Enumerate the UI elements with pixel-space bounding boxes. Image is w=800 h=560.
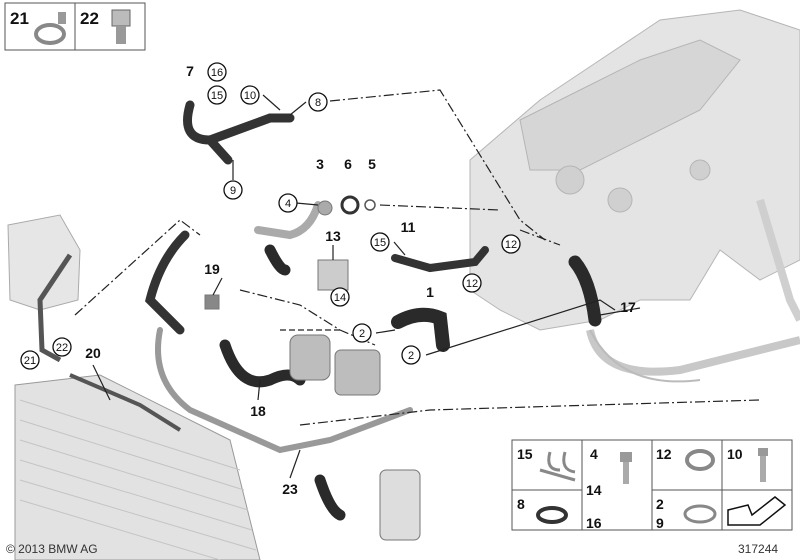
bolt-icon xyxy=(620,452,632,484)
kit-label: 9 xyxy=(656,515,664,531)
clamp-icon xyxy=(685,449,715,471)
arrow-icon xyxy=(727,496,787,526)
callout-label: 12 xyxy=(466,278,478,290)
callout-circle xyxy=(401,345,421,365)
callout-label: 5 xyxy=(368,156,376,172)
callout-19: 19 xyxy=(204,261,220,277)
callout-circle xyxy=(223,180,243,200)
thermostat-housing xyxy=(204,195,421,541)
hose-clamp-icon xyxy=(683,504,717,524)
callout-label: 7 xyxy=(186,63,194,79)
callout-1: 1 xyxy=(426,284,434,300)
kit-label: 16 xyxy=(586,515,602,531)
callout-circle xyxy=(462,273,482,293)
callout-circle xyxy=(20,350,40,370)
engine-illustration xyxy=(469,9,800,383)
clamp-icon xyxy=(34,12,66,45)
o-ring-icon xyxy=(536,506,568,524)
parts-kit-box: 15 4 14 16 12 10 8 2 9 xyxy=(511,439,793,531)
kit-label: 15 xyxy=(517,446,533,462)
callout-6: 6 xyxy=(344,156,352,172)
callout-label: 21 xyxy=(24,355,36,367)
top-kit-box: 21 22 xyxy=(4,2,146,51)
callout-9: 9 xyxy=(223,180,243,200)
callout-2: 2 xyxy=(401,345,421,365)
callout-label: 14 xyxy=(334,292,346,304)
kit-label: 21 xyxy=(10,9,29,28)
callout-circle xyxy=(501,234,521,254)
callout-11: 11 xyxy=(401,219,416,235)
callout-circle xyxy=(207,85,227,105)
clip-icon xyxy=(111,9,131,44)
copyright: © 2013 BMW AG xyxy=(6,542,98,556)
leader-lines xyxy=(74,89,761,479)
callout-label: 9 xyxy=(230,185,236,197)
callout-label: 8 xyxy=(315,97,321,109)
expansion-tank xyxy=(7,214,81,363)
radiator xyxy=(14,373,261,560)
holder-icon xyxy=(539,451,576,482)
callout-8: 8 xyxy=(308,92,328,112)
kit-label: 4 xyxy=(590,446,598,462)
callout-label: 20 xyxy=(85,345,101,361)
bolt-icon xyxy=(758,448,768,482)
kit-label: 8 xyxy=(517,496,525,512)
callout-label: 10 xyxy=(244,90,256,102)
callout-3: 3 xyxy=(316,156,324,172)
callout-21: 21 xyxy=(20,350,40,370)
callout-18: 18 xyxy=(250,403,266,419)
kit-label: 2 xyxy=(656,496,664,512)
kit-label: 10 xyxy=(727,446,743,462)
callout-17: 17 xyxy=(620,299,636,315)
callout-label: 15 xyxy=(374,237,386,249)
callout-7: 7 xyxy=(186,63,194,79)
callout-13: 13 xyxy=(325,228,341,244)
callout-label: 11 xyxy=(401,219,416,235)
callout-label: 16 xyxy=(211,67,223,79)
callout-22: 22 xyxy=(52,337,72,357)
diagram-number: 317244 xyxy=(738,542,779,556)
callout-16: 16 xyxy=(207,62,227,82)
callout-label: 2 xyxy=(408,350,414,362)
callout-label: 3 xyxy=(316,156,324,172)
callout-15: 15 xyxy=(207,85,227,105)
callout-14: 14 xyxy=(330,287,350,307)
callout-label: 17 xyxy=(620,299,636,315)
callout-circle xyxy=(370,232,390,252)
callout-circle xyxy=(308,92,328,112)
callout-10: 10 xyxy=(240,85,260,105)
callout-2: 2 xyxy=(352,323,372,343)
callout-label: 12 xyxy=(505,239,517,251)
callout-circle xyxy=(207,62,227,82)
callout-circle xyxy=(330,287,350,307)
kit-label: 12 xyxy=(656,446,672,462)
callout-label: 15 xyxy=(211,90,223,102)
callout-23: 23 xyxy=(282,481,298,497)
hoses xyxy=(145,100,602,521)
callout-label: 18 xyxy=(250,403,266,419)
callout-circle xyxy=(52,337,72,357)
callout-circle xyxy=(278,193,298,213)
callout-label: 1 xyxy=(426,284,434,300)
kit-label: 14 xyxy=(586,482,602,498)
callout-label: 23 xyxy=(282,481,298,497)
callout-4: 4 xyxy=(278,193,298,213)
callout-15: 15 xyxy=(370,232,390,252)
kit-label: 22 xyxy=(80,9,99,28)
callout-label: 2 xyxy=(359,328,365,340)
callout-circle xyxy=(240,85,260,105)
callout-20: 20 xyxy=(85,345,101,361)
callout-label: 19 xyxy=(204,261,220,277)
callout-5: 5 xyxy=(368,156,376,172)
callout-12: 12 xyxy=(462,273,482,293)
callout-label: 4 xyxy=(285,198,291,210)
callout-label: 22 xyxy=(56,342,68,354)
callout-label: 13 xyxy=(325,228,341,244)
callout-label: 6 xyxy=(344,156,352,172)
callout-12: 12 xyxy=(501,234,521,254)
callout-circle xyxy=(352,323,372,343)
